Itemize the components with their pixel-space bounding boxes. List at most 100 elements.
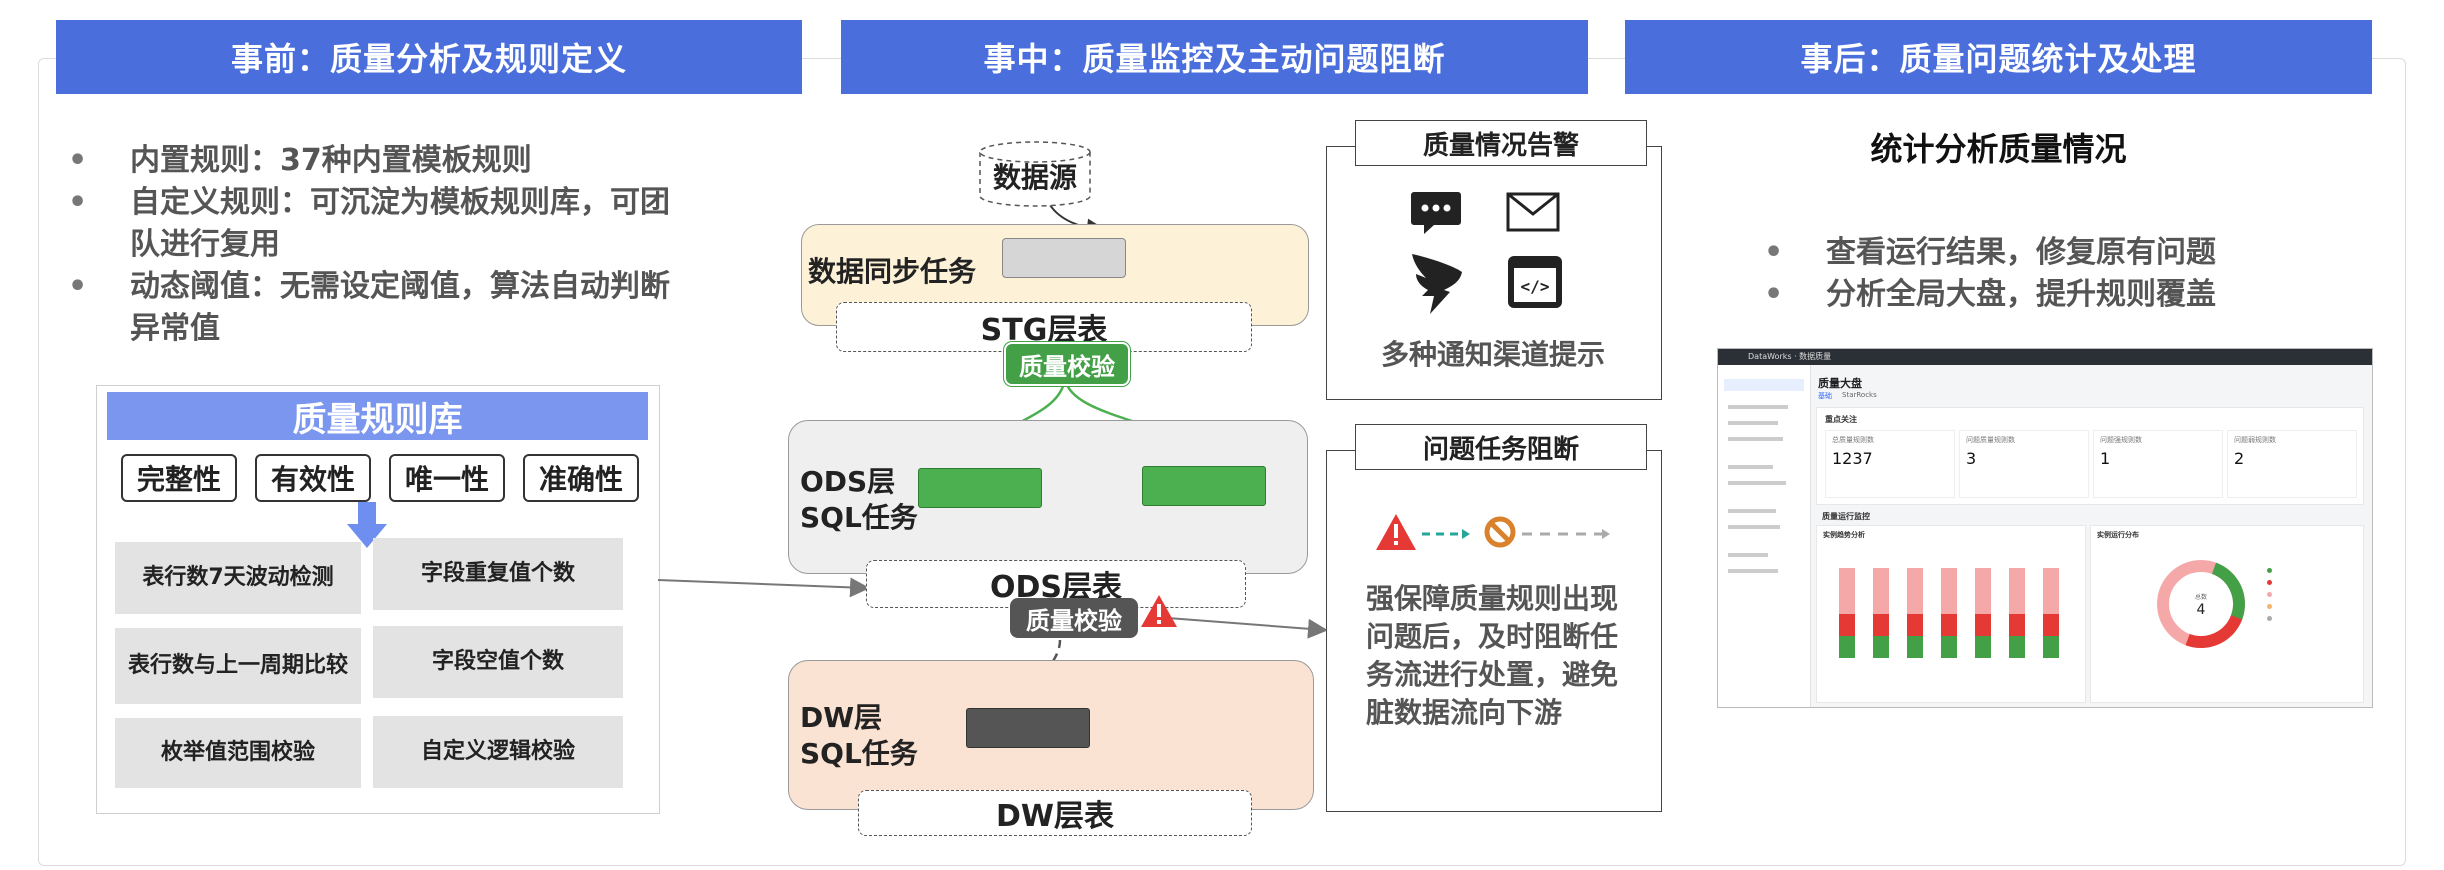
webhook-code-icon: </> (1508, 256, 1562, 308)
sync-task-label: 数据同步任务 (808, 255, 977, 288)
dashboard-tab-starrocks[interactable]: StarRocks (1842, 391, 1877, 399)
bullet-builtin-rules: 内置规则：37种内置模板规则 (56, 140, 696, 182)
tag-completeness: 完整性 (121, 454, 237, 502)
dw-table: DW层表 (858, 790, 1252, 836)
right-bullet-list: 查看运行结果，修复原有问题 分析全局大盘，提升规则覆盖 (1752, 232, 2352, 316)
kpi-value-problem: 3 (1966, 449, 1977, 468)
dashboard-tab-basic[interactable]: 基础 (1818, 392, 1832, 400)
trend-bar-segment (2009, 568, 2025, 614)
dashboard-distribution-chart: 实例运行分布 总数 4 (2090, 525, 2364, 703)
trend-bar-segment (1975, 636, 1991, 658)
trend-bar-segment (1839, 614, 1855, 636)
banner-during: 事中：质量监控及主动问题阻断 (841, 20, 1588, 94)
data-source-label: 数据源 (992, 161, 1077, 194)
kpi-card-total: 总质量规则数 1237 (1825, 430, 1955, 498)
rule-library-title: 质量规则库 (107, 392, 648, 440)
kpi-card-strong: 问题强规则数 1 (2093, 430, 2223, 498)
envelope-icon (1506, 192, 1560, 232)
tag-accuracy: 准确性 (523, 454, 639, 502)
ods-node-left (918, 468, 1042, 508)
tag-validity: 有效性 (255, 454, 371, 502)
trend-bar-segment (1941, 614, 1957, 636)
alerts-title: 质量情况告警 (1355, 120, 1647, 166)
kpi-label-total: 总质量规则数 (1832, 436, 1874, 444)
trend-chart-title: 实例趋势分析 (1823, 531, 1865, 539)
trend-bar-segment (2009, 614, 2025, 636)
block-flow-icon (1376, 514, 1610, 550)
bullet-dynamic-threshold: 动态阈值：无需设定阈值，算法自动判断异常值 (56, 266, 696, 350)
rule-null-count: 字段空值个数 (373, 626, 623, 698)
dashboard-sidebar (1718, 365, 1811, 707)
kpi-value-total: 1237 (1832, 449, 1873, 468)
bullet-custom-rules: 自定义规则：可沉淀为模板规则库，可团队进行复用 (56, 182, 696, 266)
warning-icon (1141, 595, 1177, 627)
dingtalk-icon (1412, 254, 1462, 314)
tag-uniqueness: 唯一性 (389, 454, 505, 502)
rule-duplicate-count: 字段重复值个数 (373, 538, 623, 610)
blocking-title: 问题任务阻断 (1355, 424, 1647, 470)
kpi-label-problem: 问题质量规则数 (1966, 436, 2015, 444)
alerts-panel (1326, 146, 1662, 400)
dashboard-topbar-title: DataWorks · 数据质量 (1748, 352, 1832, 361)
trend-bar-segment (2009, 636, 2025, 658)
distribution-donut (2157, 560, 2245, 648)
sync-node (1002, 238, 1126, 278)
dashboard-title: 质量大盘 (1818, 377, 1862, 390)
dashboard-focus-card: 重点关注 总质量规则数 1237 问题质量规则数 3 问题强规则数 1 问题弱规… (1816, 407, 2364, 505)
banner-after: 事后：质量问题统计及处理 (1625, 20, 2372, 94)
left-bullet-list: 内置规则：37种内置模板规则 自定义规则：可沉淀为模板规则库，可团队进行复用 动… (56, 140, 696, 350)
trend-bar-segment (1975, 614, 1991, 636)
trend-bar-segment (1975, 568, 1991, 614)
quality-check-ods: 质量校验 (1010, 598, 1138, 638)
dashboard-trend-chart: 实例趋势分析 (1816, 525, 2086, 703)
ods-task-label: ODS层 SQL任务 (800, 465, 918, 534)
rule-row-count-7day: 表行数7天波动检测 (115, 542, 361, 614)
trend-stacked-bars (1839, 568, 2059, 658)
rule-enum-range: 枚举值范围校验 (115, 718, 361, 788)
trend-bar-segment (1941, 568, 1957, 614)
trend-bar-segment (2043, 568, 2059, 614)
dw-task-label: DW层 SQL任务 (800, 701, 918, 770)
trend-bar-segment (1907, 636, 1923, 658)
dashboard-topbar: DataWorks · 数据质量 (1718, 349, 2372, 365)
kpi-label-weak: 问题弱规则数 (2234, 436, 2276, 444)
kpi-value-strong: 1 (2100, 449, 2111, 468)
bullet-analyze-dashboard: 分析全局大盘，提升规则覆盖 (1752, 274, 2352, 316)
rule-custom-logic: 自定义逻辑校验 (373, 716, 623, 788)
data-source-cylinder (979, 141, 1091, 207)
banner-before: 事前：质量分析及规则定义 (56, 20, 802, 94)
dashboard-section-monitor: 质量运行监控 (1822, 512, 1870, 521)
dw-node (966, 708, 1090, 748)
trend-bar-segment (1873, 636, 1889, 658)
trend-bar-segment (1839, 568, 1855, 614)
kpi-label-strong: 问题强规则数 (2100, 436, 2142, 444)
trend-bar-segment (1839, 636, 1855, 658)
rule-library-panel: 质量规则库 完整性 有效性 唯一性 准确性 表行数7天波动检测 字段重复值个数 … (96, 385, 660, 814)
rule-row-count-prev-period: 表行数与上一周期比较 (115, 628, 361, 704)
ods-node-right (1142, 466, 1266, 506)
down-arrow-icon (347, 502, 387, 548)
svg-text:</>: </> (1521, 277, 1550, 296)
trend-bar-segment (1873, 614, 1889, 636)
dashboard-screenshot: DataWorks · 数据质量 质量大盘 基础 StarRocks 重点关注 … (1717, 348, 2373, 708)
donut-total-label: 总数 (2194, 594, 2207, 601)
donut-total-value: 4 (2196, 602, 2206, 618)
chat-bubble-icon (1411, 192, 1461, 234)
right-heading: 统计分析质量情况 (1870, 130, 2127, 168)
blocking-description: 强保障质量规则出现问题后，及时阻断任务流进行处置，避免脏数据流向下游 (1366, 582, 1619, 729)
blocking-panel (1326, 450, 1662, 812)
quality-check-stg: 质量校验 (1004, 342, 1130, 386)
bullet-view-results: 查看运行结果，修复原有问题 (1752, 232, 2352, 274)
trend-bar-segment (2043, 614, 2059, 636)
trend-bar-segment (1941, 636, 1957, 658)
distribution-chart-title: 实例运行分布 (2097, 531, 2139, 539)
kpi-card-problem: 问题质量规则数 3 (1959, 430, 2089, 498)
alerts-caption: 多种通知渠道提示 (1380, 338, 1605, 371)
trend-bar-segment (1907, 614, 1923, 636)
kpi-value-weak: 2 (2234, 449, 2245, 468)
trend-bar-segment (1907, 568, 1923, 614)
trend-bar-segment (2043, 636, 2059, 658)
kpi-card-weak: 问题弱规则数 2 (2227, 430, 2357, 498)
dashboard-section-focus: 重点关注 (1825, 415, 1857, 424)
trend-bar-segment (1873, 568, 1889, 614)
